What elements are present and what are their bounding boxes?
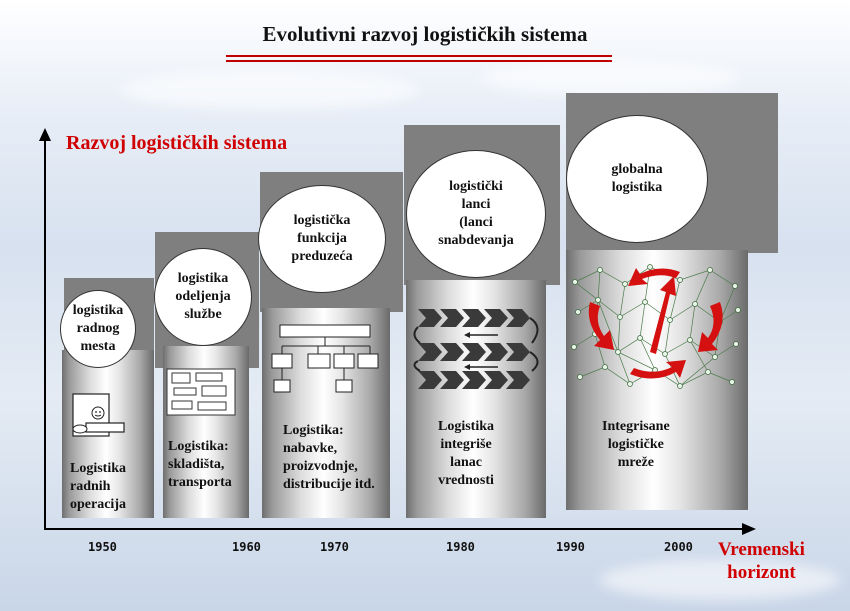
stage-5-circle-text: globalna logistika xyxy=(611,162,663,195)
stage-5-circle: globalna logistika xyxy=(566,115,708,243)
org-chart-icon xyxy=(271,324,379,393)
x-axis-label-line2: horizont xyxy=(727,562,796,583)
x-axis-arrow-icon xyxy=(742,523,756,535)
year-tick-1950: 1950 xyxy=(88,540,117,554)
workplace-icon xyxy=(72,393,125,437)
global-network-icon xyxy=(571,264,741,389)
stage-pillar-5 xyxy=(566,250,748,510)
year-tick-1970: 1970 xyxy=(320,540,349,554)
stage-1-circle: logistika radnog mesta xyxy=(60,290,136,368)
value-chain-icon xyxy=(413,309,539,389)
year-tick-1980: 1980 xyxy=(446,540,475,554)
page-title: Evolutivni razvoj logističkih sistema xyxy=(262,22,588,46)
year-tick-1990: 1990 xyxy=(556,540,585,554)
stage-2-circle-text: logistika odeljenja službe xyxy=(175,271,231,322)
stage-4-description: Logistika integriše lanac vrednosti xyxy=(438,419,495,488)
stage-2-description: Logistika: skladišta, transporta xyxy=(168,439,232,490)
title-underline xyxy=(226,60,612,62)
x-axis xyxy=(44,528,744,530)
stage-4-circle-text: logistički lanci (lanci snabdevanja xyxy=(438,179,514,248)
background-cloud xyxy=(600,560,840,600)
y-axis xyxy=(44,140,46,530)
stage-4-circle: logistički lanci (lanci snabdevanja xyxy=(406,150,546,278)
year-tick-1960: 1960 xyxy=(232,540,261,554)
stage-1-circle-text: logistika radnog mesta xyxy=(72,303,124,354)
x-axis-label: Vremenski horizont xyxy=(718,538,805,584)
stage-3-circle: logistička funkcija preduzeća xyxy=(258,185,386,293)
y-axis-label: Razvoj logističkih sistema xyxy=(66,132,288,154)
x-axis-label-line1: Vremenski xyxy=(718,539,805,560)
year-tick-2000: 2000 xyxy=(664,540,693,554)
warehouse-icon xyxy=(166,368,236,416)
title-underline xyxy=(226,55,612,57)
background-cloud xyxy=(480,60,740,96)
stage-2-circle: logistika odeljenja službe xyxy=(154,248,252,346)
stage-3-circle-text: logistička funkcija preduzeća xyxy=(291,213,353,264)
stage-3-description: Logistika: nabavke, proizvodnje, distrib… xyxy=(283,423,375,492)
stage-5-description: Integrisane logističke mreže xyxy=(602,419,670,470)
stage-pillar-3 xyxy=(262,308,390,518)
stage-1-description: Logistika radnih operacija xyxy=(70,461,127,512)
y-axis-arrow-icon xyxy=(39,128,51,141)
background-cloud xyxy=(120,70,420,110)
